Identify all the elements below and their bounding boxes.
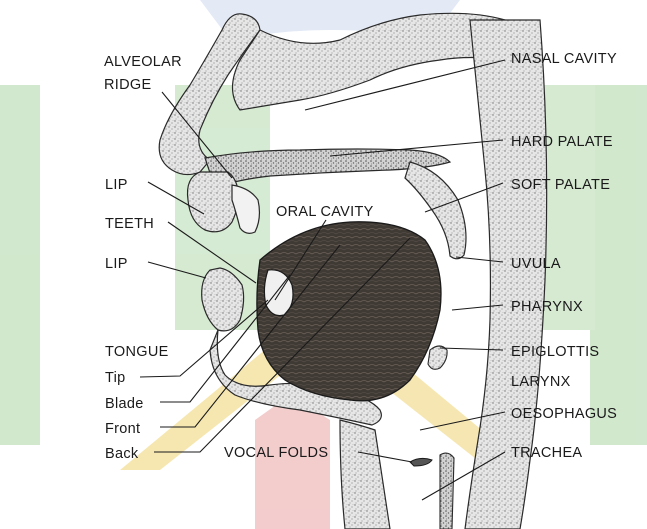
neck-front: [340, 420, 390, 529]
label-larynx: LARYNX: [511, 374, 571, 390]
trachea-wall: [440, 453, 454, 529]
label-tip: Tip: [105, 370, 126, 386]
label-alveolar-ridge-line2: RIDGE: [104, 77, 151, 93]
watermark-green-bar-left: [0, 85, 40, 445]
label-lip-upper: LIP: [105, 177, 128, 193]
label-lip-lower: LIP: [105, 256, 128, 272]
label-hard-palate: HARD PALATE: [511, 134, 613, 150]
label-tongue: TONGUE: [105, 344, 169, 360]
label-oesophagus: OESOPHAGUS: [511, 406, 617, 422]
label-alveolar-ridge-line1: ALVEOLAR: [104, 54, 182, 70]
label-soft-palate: SOFT PALATE: [511, 177, 610, 193]
label-blade: Blade: [105, 396, 144, 412]
watermark-red-shape: [255, 395, 330, 529]
label-vocal-folds: VOCAL FOLDS: [224, 445, 328, 461]
label-front: Front: [105, 421, 140, 437]
label-oral-cavity: ORAL CAVITY: [276, 204, 374, 220]
label-pharynx: PHARYNX: [511, 299, 583, 315]
epiglottis-shape: [428, 346, 447, 369]
label-nasal-cavity: NASAL CAVITY: [511, 51, 617, 67]
tongue-body: [257, 222, 441, 401]
label-teeth: TEETH: [105, 216, 154, 232]
label-trachea: TRACHEA: [511, 445, 582, 461]
label-back: Back: [105, 446, 139, 462]
label-uvula: UVULA: [511, 256, 561, 272]
label-epiglottis: EPIGLOTTIS: [511, 344, 599, 360]
vocal-folds-shape: [410, 458, 432, 466]
